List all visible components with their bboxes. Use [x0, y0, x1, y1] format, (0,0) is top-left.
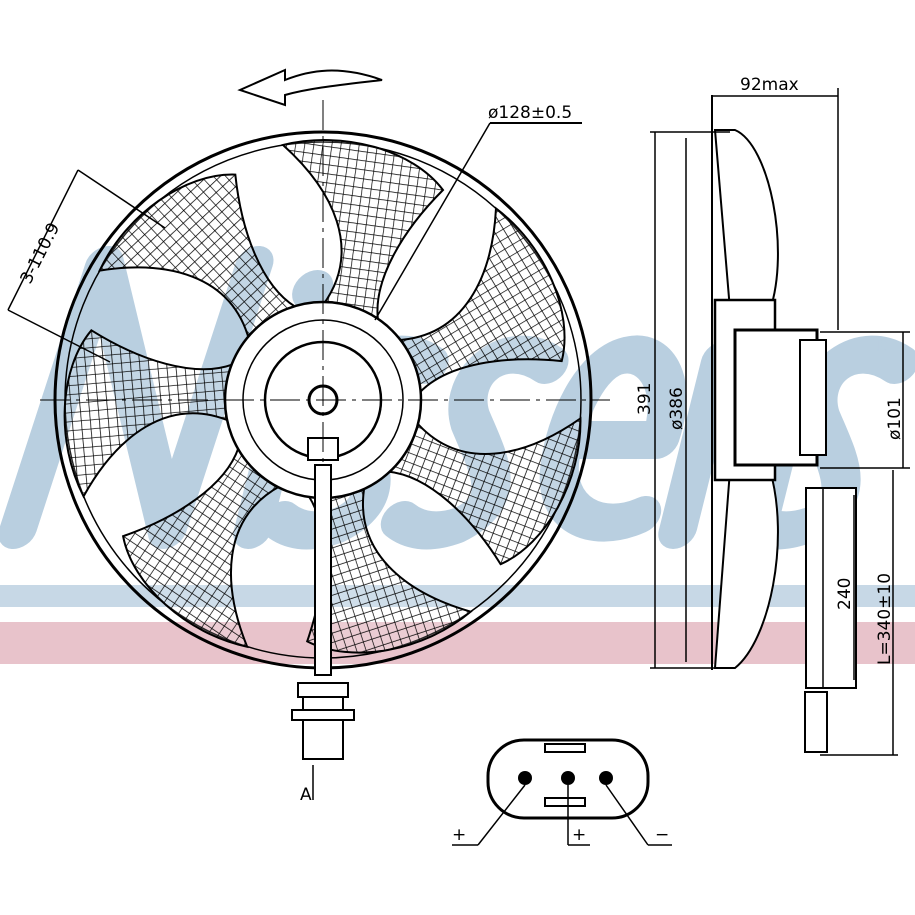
registered-mark: ® — [873, 337, 890, 357]
diameter-label: ø386 — [667, 387, 687, 430]
pin-2-label: + — [572, 825, 586, 845]
motor-diameter-label: ø101 — [885, 397, 905, 440]
fan-side-view: 92max 391 ø386 ø101 240 L=340±10 — [635, 75, 910, 756]
total-length-label: L=340±10 — [875, 573, 895, 665]
cable — [314, 464, 332, 676]
plug — [297, 682, 349, 698]
view-a-label: A — [300, 785, 312, 805]
pin-1-label: + — [452, 825, 466, 845]
connector-detail: + + − — [452, 738, 672, 846]
hub-diameter-label: ø128±0.5 — [488, 103, 572, 123]
cable-length-label: 240 — [835, 578, 855, 610]
pin-3-label: − — [655, 825, 669, 845]
watermark-band-blue — [0, 585, 915, 607]
depth-label: 92max — [740, 75, 799, 95]
watermark-band-red — [0, 622, 915, 664]
height-label: 391 — [635, 383, 655, 415]
bolt-circle-label: 3-110.9 — [17, 220, 65, 288]
fan-front-view: ø128±0.5 3-110.9 A — [7, 68, 610, 805]
rotation-direction-arrow — [237, 68, 383, 107]
side-cable — [805, 487, 857, 689]
